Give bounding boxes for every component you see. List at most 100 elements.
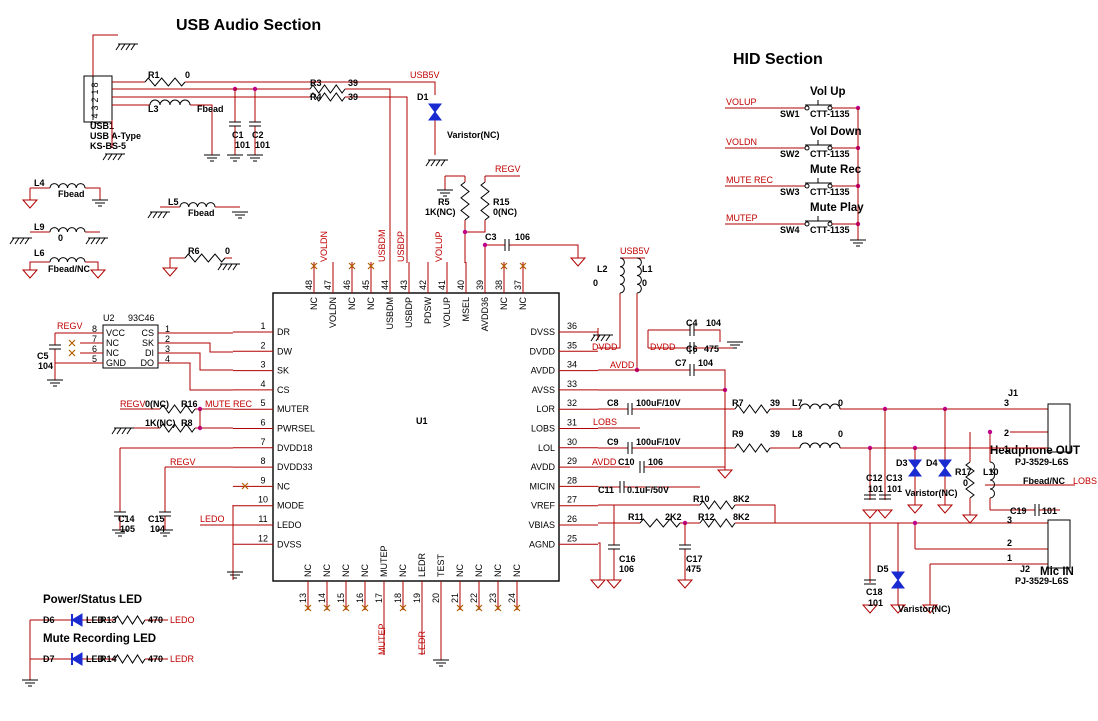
l7-inductor	[799, 403, 841, 410]
u1-pin-number: 11	[258, 514, 267, 524]
r15-value: 0(NC)	[493, 207, 517, 217]
d1-label: D1	[417, 92, 429, 102]
u1-pin-number: 17	[374, 593, 384, 603]
c15-label: C15	[148, 514, 165, 524]
net-avdd-2: AVDD	[592, 457, 617, 467]
chassis-ground-symbol	[147, 211, 171, 219]
l2-value: 0	[593, 278, 598, 288]
chassis-ground-symbol	[425, 159, 449, 167]
r16-value: 0(NC)	[145, 399, 169, 409]
u1-pin-number: 15	[336, 593, 346, 603]
l6-label: L6	[34, 248, 45, 258]
c5-label: C5	[37, 351, 49, 361]
no-connect-mark	[367, 262, 375, 270]
c4-value: 104	[706, 318, 721, 328]
parts-group	[9, 43, 1071, 687]
mute-led-heading: Mute Recording LED	[43, 633, 156, 645]
no-connect-mark	[241, 482, 249, 490]
wire	[92, 34, 118, 76]
mic-heading: Mic IN	[1040, 566, 1074, 578]
wire	[598, 293, 638, 371]
u1-pin-number: 40	[456, 280, 466, 290]
u1-pin-name: DVDD18	[277, 443, 313, 453]
hid-label-0: Vol Up	[810, 86, 846, 98]
junction-dot	[912, 520, 918, 526]
d6-resistor-label: R13	[100, 615, 117, 625]
j1-pin-1: 1	[1004, 444, 1009, 454]
d5-varistor	[891, 571, 905, 581]
l1-inductor	[636, 257, 642, 294]
l10-label: L10	[983, 467, 999, 477]
u1-pin-name: SK	[277, 366, 289, 376]
u1-pin-name: AVDD36	[480, 297, 490, 331]
no-connect-mark	[323, 604, 331, 612]
net-usb5v: USB5V	[410, 70, 440, 80]
u1-pin-number: 21	[450, 593, 460, 603]
c5-value: 104	[38, 361, 53, 371]
u1-pin-name: NC	[398, 564, 408, 577]
r7-value: 39	[770, 398, 780, 408]
no-connect-mark	[500, 262, 508, 270]
u1-pin-number: 31	[567, 418, 577, 428]
hid-switch-0: SW1	[780, 109, 800, 119]
switch-contact	[827, 221, 833, 227]
u1-pin-name: VBIAS	[528, 520, 555, 530]
u1-pin-name: USBDP	[404, 297, 414, 328]
u1-pin-name: VOLDN	[328, 297, 338, 328]
hid-part-2: CTT-1135	[810, 187, 850, 197]
r11-label: R11	[628, 512, 644, 522]
u1-pin-number: 45	[361, 280, 371, 290]
u1-pin-number: 4	[260, 379, 265, 389]
no-connect-mark	[304, 604, 312, 612]
l5-inductor	[179, 202, 216, 208]
d7-resistor-value: 470	[148, 654, 163, 664]
d6-net: LEDO	[170, 615, 195, 625]
l3-inductor	[149, 99, 191, 106]
u1-pin-name: DW	[277, 346, 292, 356]
u1-pin-number: 12	[258, 533, 268, 543]
u1-pin-name: LOL	[538, 443, 555, 453]
l7-value: 0	[838, 398, 843, 408]
c7-value: 104	[698, 358, 713, 368]
r9-label: R9	[732, 429, 744, 439]
u1-pin-name: AVDD	[531, 462, 556, 472]
l1-label: L1	[642, 264, 653, 274]
c14-value: 105	[120, 524, 135, 534]
usb-pin-number: 1	[90, 89, 100, 94]
u1-pin-number: 2	[260, 340, 265, 350]
d3-label: D3	[896, 458, 908, 468]
u1-pin-name: NC	[493, 564, 503, 577]
r12-value: 8K2	[733, 512, 750, 522]
u1-pin-name: DVSS	[277, 539, 302, 549]
r10-label: R10	[693, 494, 710, 504]
u1-pin-number: 33	[567, 379, 577, 389]
r17-value: 0	[963, 478, 968, 488]
wire	[694, 329, 721, 342]
c4-label: C4	[686, 318, 698, 328]
u1-pin-number: 13	[298, 593, 308, 603]
r11-value: 2K2	[665, 512, 682, 522]
l1-value: 0	[642, 278, 647, 288]
no-connect-mark	[494, 604, 502, 612]
no-connect-mark	[361, 604, 369, 612]
r5-resistor	[460, 181, 470, 221]
l4-inductor	[49, 183, 86, 189]
c11-label: C11	[598, 485, 614, 495]
d4-varistor	[938, 467, 952, 477]
wire	[598, 293, 621, 349]
net-mutep_hid: MUTEP	[726, 213, 758, 223]
d7-net: LEDR	[170, 654, 195, 664]
wire	[185, 362, 233, 391]
c15-value: 104	[150, 524, 165, 534]
u1-pin-name: DVDD33	[277, 462, 313, 472]
j2-pin-1: 1	[1007, 553, 1012, 563]
ground-symbol	[436, 189, 454, 197]
net-usb5v-l: USB5V	[620, 246, 650, 256]
l5-label: L5	[168, 197, 179, 207]
junction-dot	[252, 86, 258, 92]
hid-part-0: CTT-1135	[810, 109, 850, 119]
u1-pin-name: USBDM	[385, 297, 395, 330]
c1-label: C1	[232, 130, 244, 140]
u1-pin-number: 32	[567, 398, 577, 408]
